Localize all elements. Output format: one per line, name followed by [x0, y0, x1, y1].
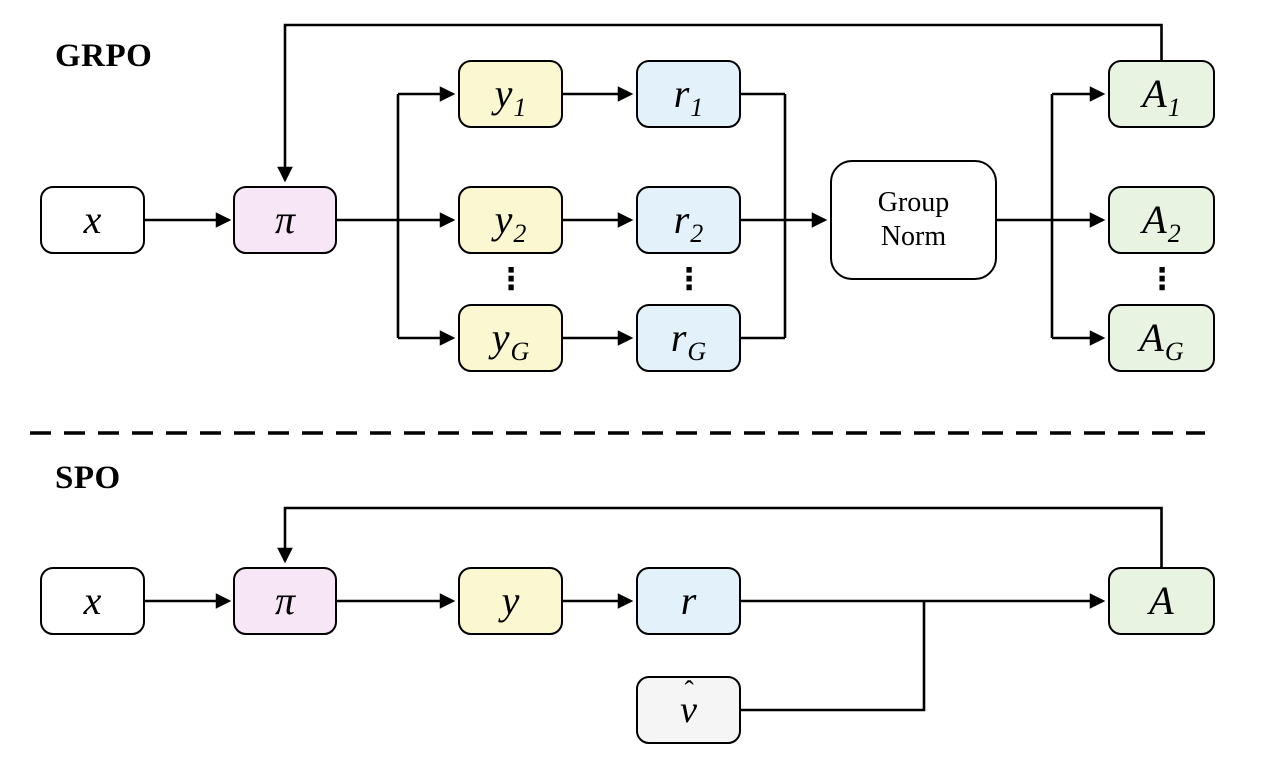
spo-section-title: SPO [55, 460, 121, 496]
ellipsis-A-column: ⋮ [1147, 262, 1177, 297]
spo-node-r-label: r [680, 578, 697, 623]
grpo-node-A2: A2 [1108, 186, 1215, 254]
grpo-node-r2-sub: 2 [690, 219, 704, 248]
spo-node-pi: π [233, 567, 337, 635]
spo-node-y-label: y [501, 578, 520, 623]
spo-node-v-hat-label: v [680, 689, 697, 731]
grpo-node-A2-sub: 2 [1167, 219, 1181, 248]
hat-accent: ˆ [684, 676, 694, 707]
grpo-node-rG-label: r [670, 315, 687, 360]
grpo-node-AG: AG [1108, 304, 1215, 372]
grpo-node-y2-sub: 2 [513, 219, 527, 248]
grpo-connectors [145, 23, 1163, 346]
grpo-node-x-label: x [83, 197, 102, 242]
grpo-node-rG-sub: G [687, 337, 707, 366]
grpo-node-y2: y2 [458, 186, 563, 254]
grpo-node-r1: r1 [636, 60, 741, 128]
grpo-node-pi: π [233, 186, 337, 254]
grpo-node-pi-label: π [274, 197, 296, 242]
grpo-node-A1-label: A [1142, 71, 1167, 116]
grpo-node-rG: rG [636, 304, 741, 372]
grpo-node-yG-label: y [491, 315, 510, 360]
spo-node-v-hat: ˆ v [636, 676, 741, 744]
grpo-node-r1-label: r [673, 71, 690, 116]
grpo-node-r2: r2 [636, 186, 741, 254]
grpo-feedback-arrow [277, 23, 1163, 183]
spo-node-r: r [636, 567, 741, 635]
grpo-node-y1-sub: 1 [513, 93, 527, 122]
ellipsis-r-column: ⋮ [674, 262, 704, 297]
grpo-node-A1-sub: 1 [1167, 93, 1181, 122]
grpo-node-A1: A1 [1108, 60, 1215, 128]
group-norm-label-line1: Group [877, 186, 950, 218]
spo-connectors [145, 506, 1163, 712]
grpo-node-group-norm: Group Norm [830, 160, 997, 280]
grpo-node-y1-label: y [494, 71, 513, 116]
spo-node-A: A [1108, 567, 1215, 635]
grpo-node-y1: y1 [458, 60, 563, 128]
ellipsis-y-column: ⋮ [496, 262, 526, 297]
grpo-node-r1-sub: 1 [690, 93, 704, 122]
grpo-node-yG-sub: G [510, 337, 530, 366]
grpo-node-A2-label: A [1142, 197, 1167, 242]
spo-node-A-label: A [1149, 578, 1174, 623]
grpo-node-yG: yG [458, 304, 563, 372]
spo-value-join-line [741, 601, 926, 712]
group-norm-label-line2: Norm [880, 221, 947, 252]
spo-node-pi-label: π [274, 578, 296, 623]
spo-feedback-arrow [277, 506, 1163, 567]
spo-node-x-label: x [83, 578, 102, 623]
grpo-node-y2-label: y [494, 197, 513, 242]
spo-node-y: y [458, 567, 563, 635]
grpo-node-r2-label: r [673, 197, 690, 242]
grpo-node-AG-label: A [1139, 315, 1164, 360]
spo-node-x: x [40, 567, 145, 635]
grpo-node-x: x [40, 186, 145, 254]
grpo-section-title: GRPO [55, 38, 153, 74]
grpo-node-AG-sub: G [1164, 337, 1184, 366]
